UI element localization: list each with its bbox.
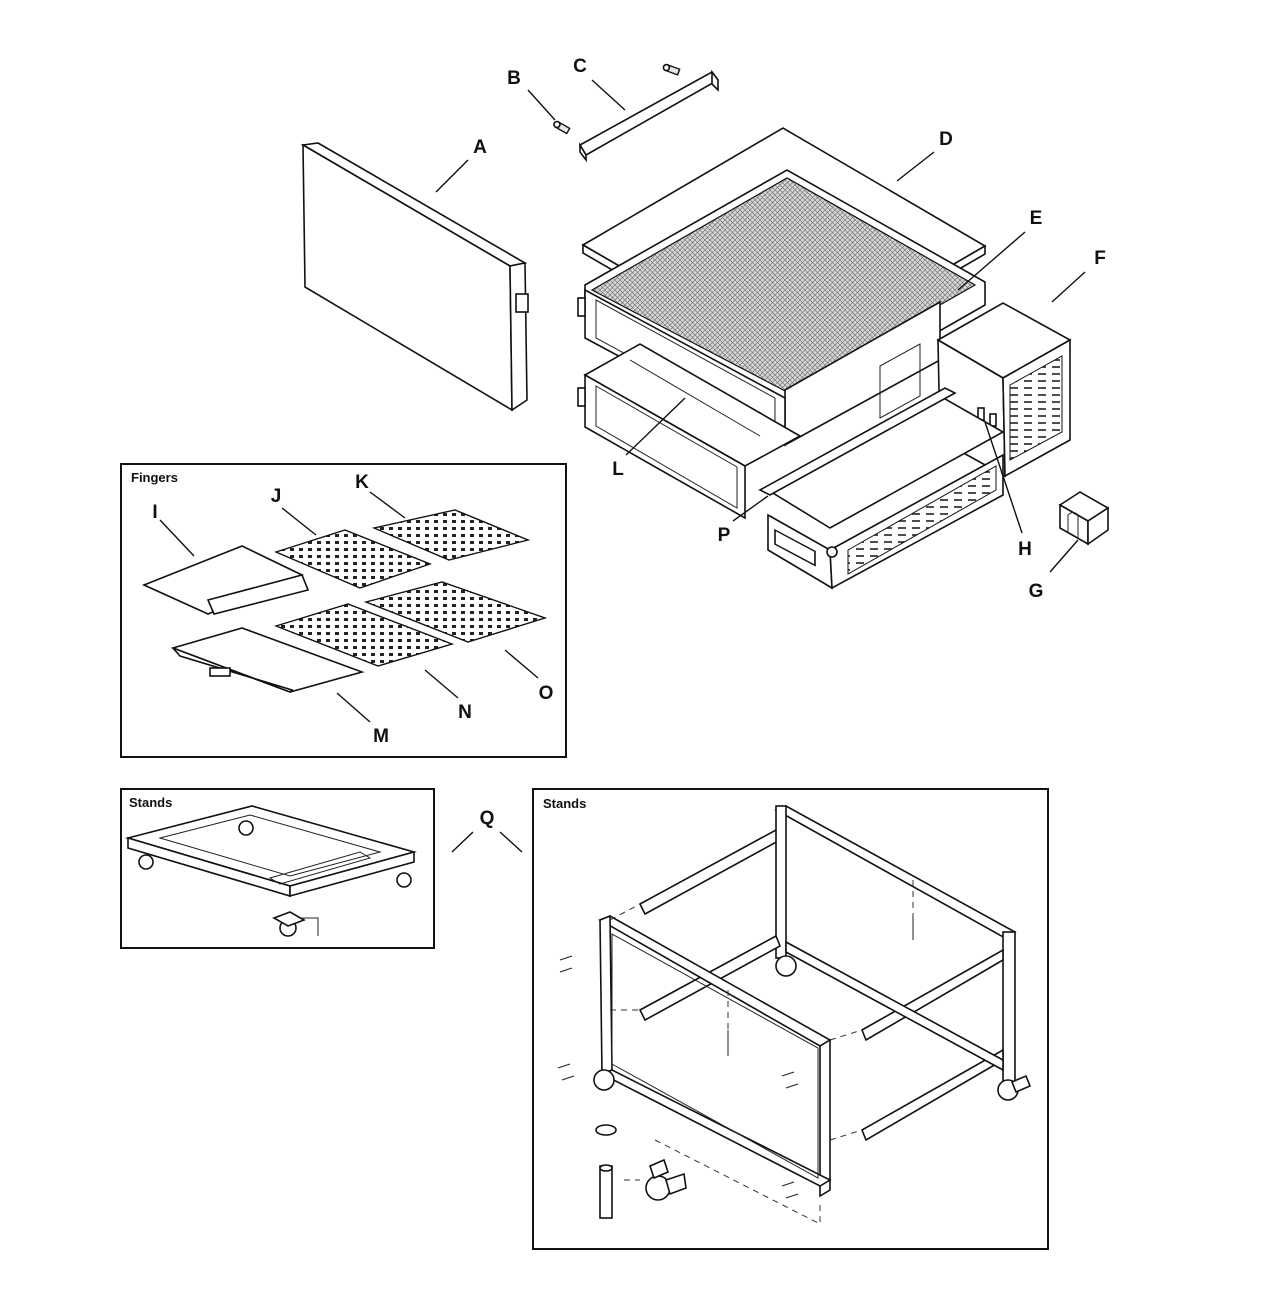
- callout-d: D: [939, 129, 953, 150]
- callout-q: Q: [480, 808, 495, 829]
- callout-i: I: [152, 502, 157, 523]
- part-l-lower-oven-section: [577, 343, 802, 520]
- callout-o: O: [539, 683, 554, 704]
- callout-l: L: [612, 459, 624, 480]
- callout-g: G: [1029, 581, 1044, 602]
- callout-labels: A B C D E F G H I J K L M N O P Q: [152, 56, 1105, 829]
- part-o-finger-plate: [363, 581, 548, 643]
- stands-small-box-title: Stands: [129, 795, 172, 810]
- callout-f: F: [1094, 248, 1106, 269]
- part-f-control-housing: [936, 302, 1072, 478]
- callout-a: A: [473, 137, 487, 158]
- callout-e: E: [1030, 208, 1043, 229]
- callout-p: P: [718, 525, 731, 546]
- large-stand-frame: [557, 805, 1032, 1225]
- part-j-finger-plate: [273, 529, 433, 589]
- callout-n: N: [458, 702, 472, 723]
- callout-j: J: [271, 486, 282, 507]
- part-i-finger-shroud: [141, 545, 310, 615]
- part-c-bracket: [578, 69, 720, 163]
- stands-large-box-title: Stands: [543, 796, 586, 811]
- part-g-cover-block: [1058, 491, 1110, 546]
- small-stand-frame: [125, 805, 417, 937]
- part-e-upper-oven-section: [577, 169, 986, 447]
- callout-h: H: [1018, 539, 1032, 560]
- callout-k: K: [355, 472, 369, 493]
- part-b-screws: [553, 63, 681, 135]
- leader-lines: [159, 79, 1086, 853]
- part-k-finger-plate: [371, 509, 531, 561]
- part-m-finger-pan: [170, 627, 365, 693]
- callout-m: M: [373, 726, 389, 747]
- fingers-box-title: Fingers: [131, 470, 178, 485]
- part-h-control-box: [766, 395, 1005, 590]
- callout-b: B: [507, 68, 521, 89]
- part-n-finger-plate: [273, 603, 455, 667]
- part-a-side-panel: [300, 142, 529, 412]
- part-p-conveyor: [758, 387, 957, 496]
- callout-c: C: [573, 56, 587, 77]
